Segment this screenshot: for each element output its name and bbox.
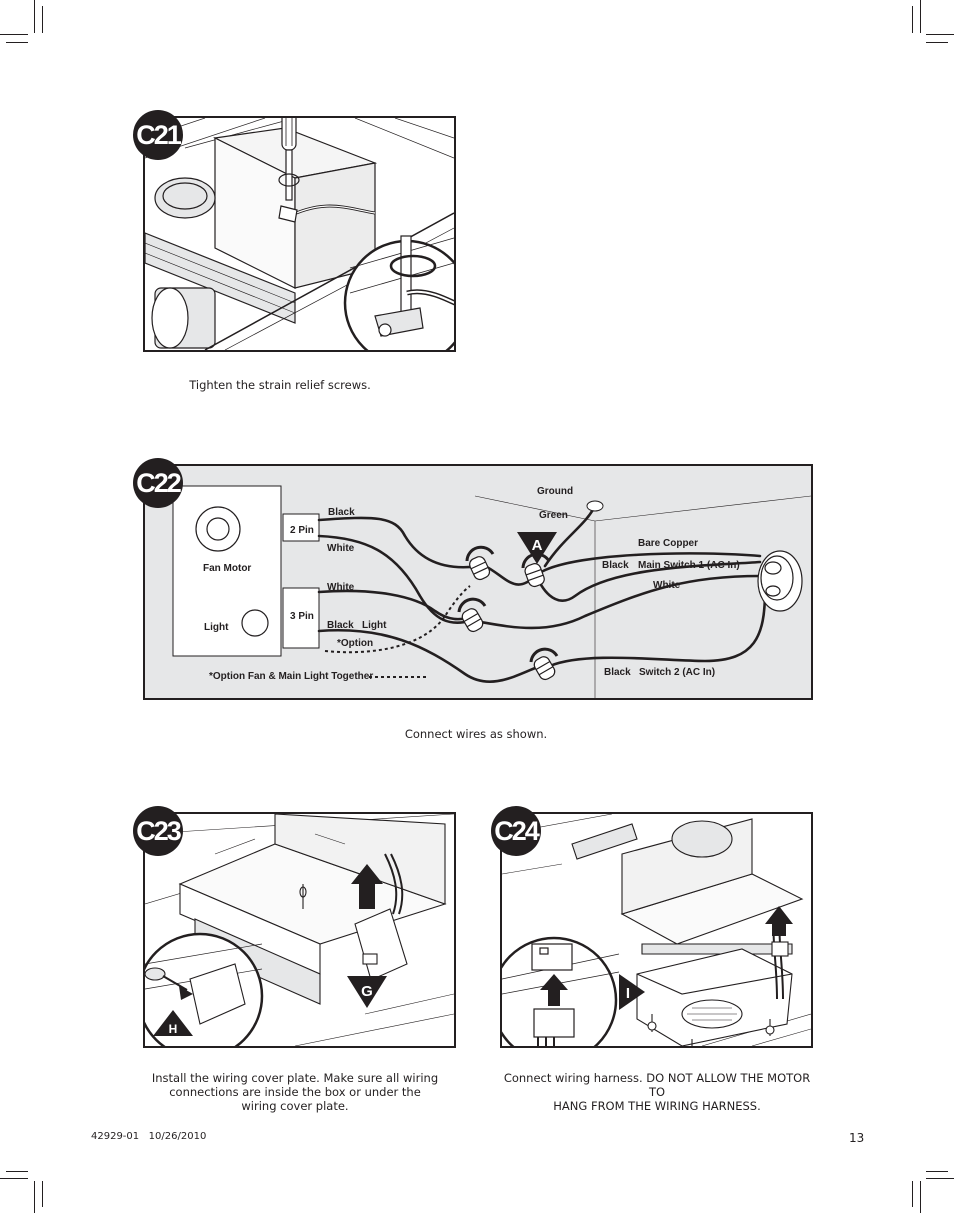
c23-up-arrow [351,864,383,909]
label-main-switch: Main Switch 1 (AC In) [638,560,740,571]
label-green: Green [539,510,568,521]
callout-g-triangle [347,976,387,1008]
callout-h-label: H [169,1022,178,1036]
caption-c24-line-1: Connect wiring harness. DO NOT ALLOW THE… [503,1071,811,1099]
figure-badge-c22: C22 [133,458,183,508]
figure-c22-wiring-diagram: A Fan Motor Light 2 Pin 3 Pin Black Whit… [143,464,813,700]
footer-doc-id: 42929-01 10/26/2010 [91,1131,207,1142]
figure-badge-c23: C23 [133,806,183,856]
caption-c23-line-3: wiring cover plate. [241,1099,349,1113]
label-option: *Option [337,638,373,649]
cable-connector [757,550,803,612]
label-white-main: White [653,580,681,591]
wire-nut-1 [469,556,491,581]
figure-badge-c24: C24 [491,806,541,856]
figure-badge-c21: C21 [133,110,183,160]
label-3-pin: 3 Pin [290,611,314,622]
label-white-mid: White [327,582,355,593]
callout-i-triangle [619,974,645,1010]
c22-wiring-svg: A Fan Motor Light 2 Pin 3 Pin Black Whit… [172,485,811,698]
caption-c23: Install the wiring cover plate. Make sur… [150,1071,440,1113]
figure-c23-illustration: G H [143,812,456,1048]
label-black-main: Black [602,560,629,571]
label-fan-motor: Fan Motor [203,563,251,574]
callout-a-label: A [532,537,543,554]
figure-c24-illustration: I [500,812,813,1048]
label-legend: *Option Fan & Main Light Together [209,671,373,682]
connector-2-pin [282,513,320,542]
label-2-pin: 2 Pin [290,525,314,536]
ground-screw [586,500,604,512]
caption-c23-line-1: Install the wiring cover plate. Make sur… [151,1071,439,1085]
page-number: 13 [849,1131,865,1145]
option-jumper [324,585,471,654]
label-bare-copper: Bare Copper [638,538,698,549]
label-light: Light [204,622,229,633]
caption-c22: Connect wires as shown. [404,727,548,741]
callout-h-triangle [153,1010,193,1036]
label-white-top: White [327,543,355,554]
figure-c21-illustration [143,116,456,352]
label-black-top: Black [328,507,355,518]
wire-nut-4 [533,656,556,681]
c24-harness-drawing: I [502,814,811,1046]
wire-nut-3 [461,608,484,633]
c23-cover-plate-drawing: G H [145,814,454,1046]
caption-c23-line-2: connections are inside the box or under … [169,1085,421,1099]
connector-3-pin [282,587,320,649]
label-black-light: Black Light [327,620,387,631]
label-switch2: Switch 2 (AC In) [639,667,715,678]
label-black-switch2: Black [604,667,631,678]
caption-c24: Connect wiring harness. DO NOT ALLOW THE… [500,1071,814,1113]
callout-g-label: G [361,983,373,1000]
c24-up-arrow [765,906,793,936]
c21-strain-relief-drawing [145,118,454,350]
label-ground: Ground [537,486,573,497]
callout-i-label: I [626,985,630,1002]
light-symbol [241,609,269,637]
wire-nut-2 [524,563,545,588]
callout-a-triangle [517,532,557,564]
caption-c21: Tighten the strain relief screws. [189,378,371,392]
caption-c24-line-2: HANG FROM THE WIRING HARNESS. [553,1099,761,1113]
